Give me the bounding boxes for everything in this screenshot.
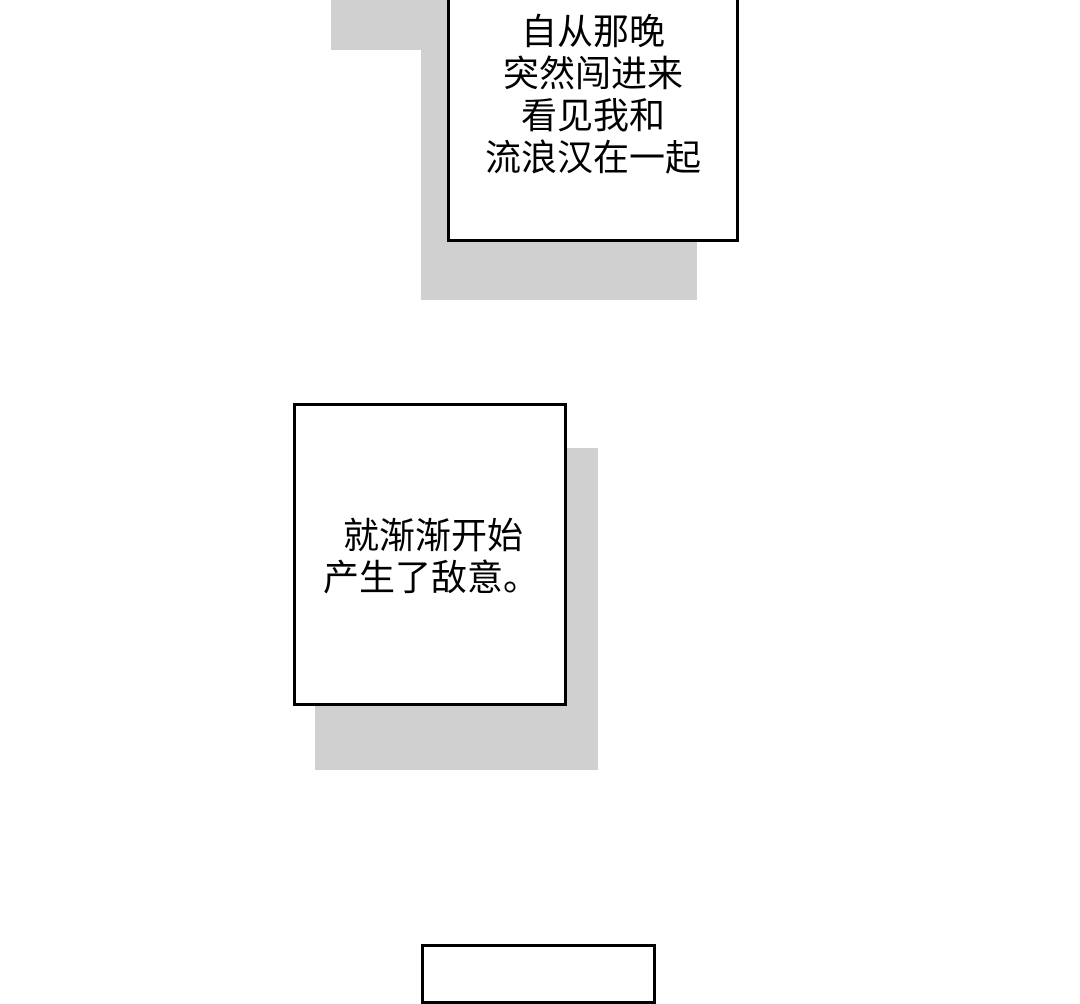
- caption-box-1: [447, 0, 739, 242]
- caption-line: 突然闯进来: [502, 54, 683, 95]
- caption-line: 产生了敌意。: [323, 558, 540, 599]
- caption-line: 看见我和: [520, 96, 665, 137]
- caption-box-3: [421, 944, 656, 1004]
- caption-box-2: [293, 403, 567, 706]
- caption-line: 自从那晚: [520, 12, 665, 53]
- caption-2-text: 就渐渐开始 产生了敌意。: [323, 516, 539, 600]
- caption-line: 就渐渐开始: [343, 516, 524, 557]
- caption-line: 流浪汉在一起: [484, 138, 701, 179]
- caption-1-text: 自从那晚 突然闯进来 看见我和 流浪汉在一起: [447, 12, 739, 180]
